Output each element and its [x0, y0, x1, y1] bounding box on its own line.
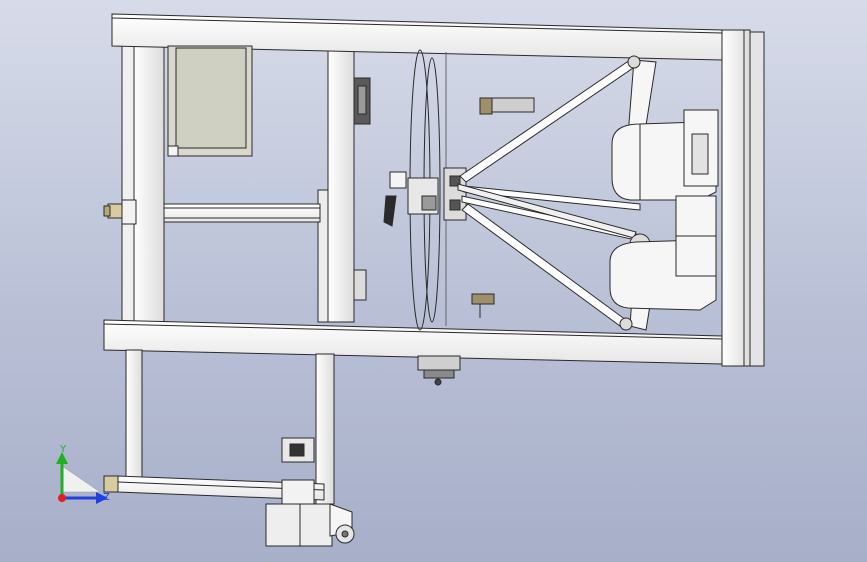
right-frame-post: [721, 29, 751, 367]
sensor-bracket: [485, 97, 535, 113]
lower-right-post: [315, 353, 335, 505]
bottom-gripper-block: [417, 355, 461, 371]
lower-left-post: [125, 349, 143, 487]
axis-triad: Y Z: [56, 444, 110, 504]
drive-motor-box: [265, 503, 333, 547]
motor-housing-upper: [611, 109, 719, 201]
z-axis-label: Z: [103, 492, 110, 503]
left-post: [133, 45, 165, 323]
y-axis-label: Y: [59, 444, 67, 455]
middle-post: [327, 45, 355, 323]
motor-housing-lower: [609, 195, 717, 311]
cross-bar: [163, 203, 321, 223]
